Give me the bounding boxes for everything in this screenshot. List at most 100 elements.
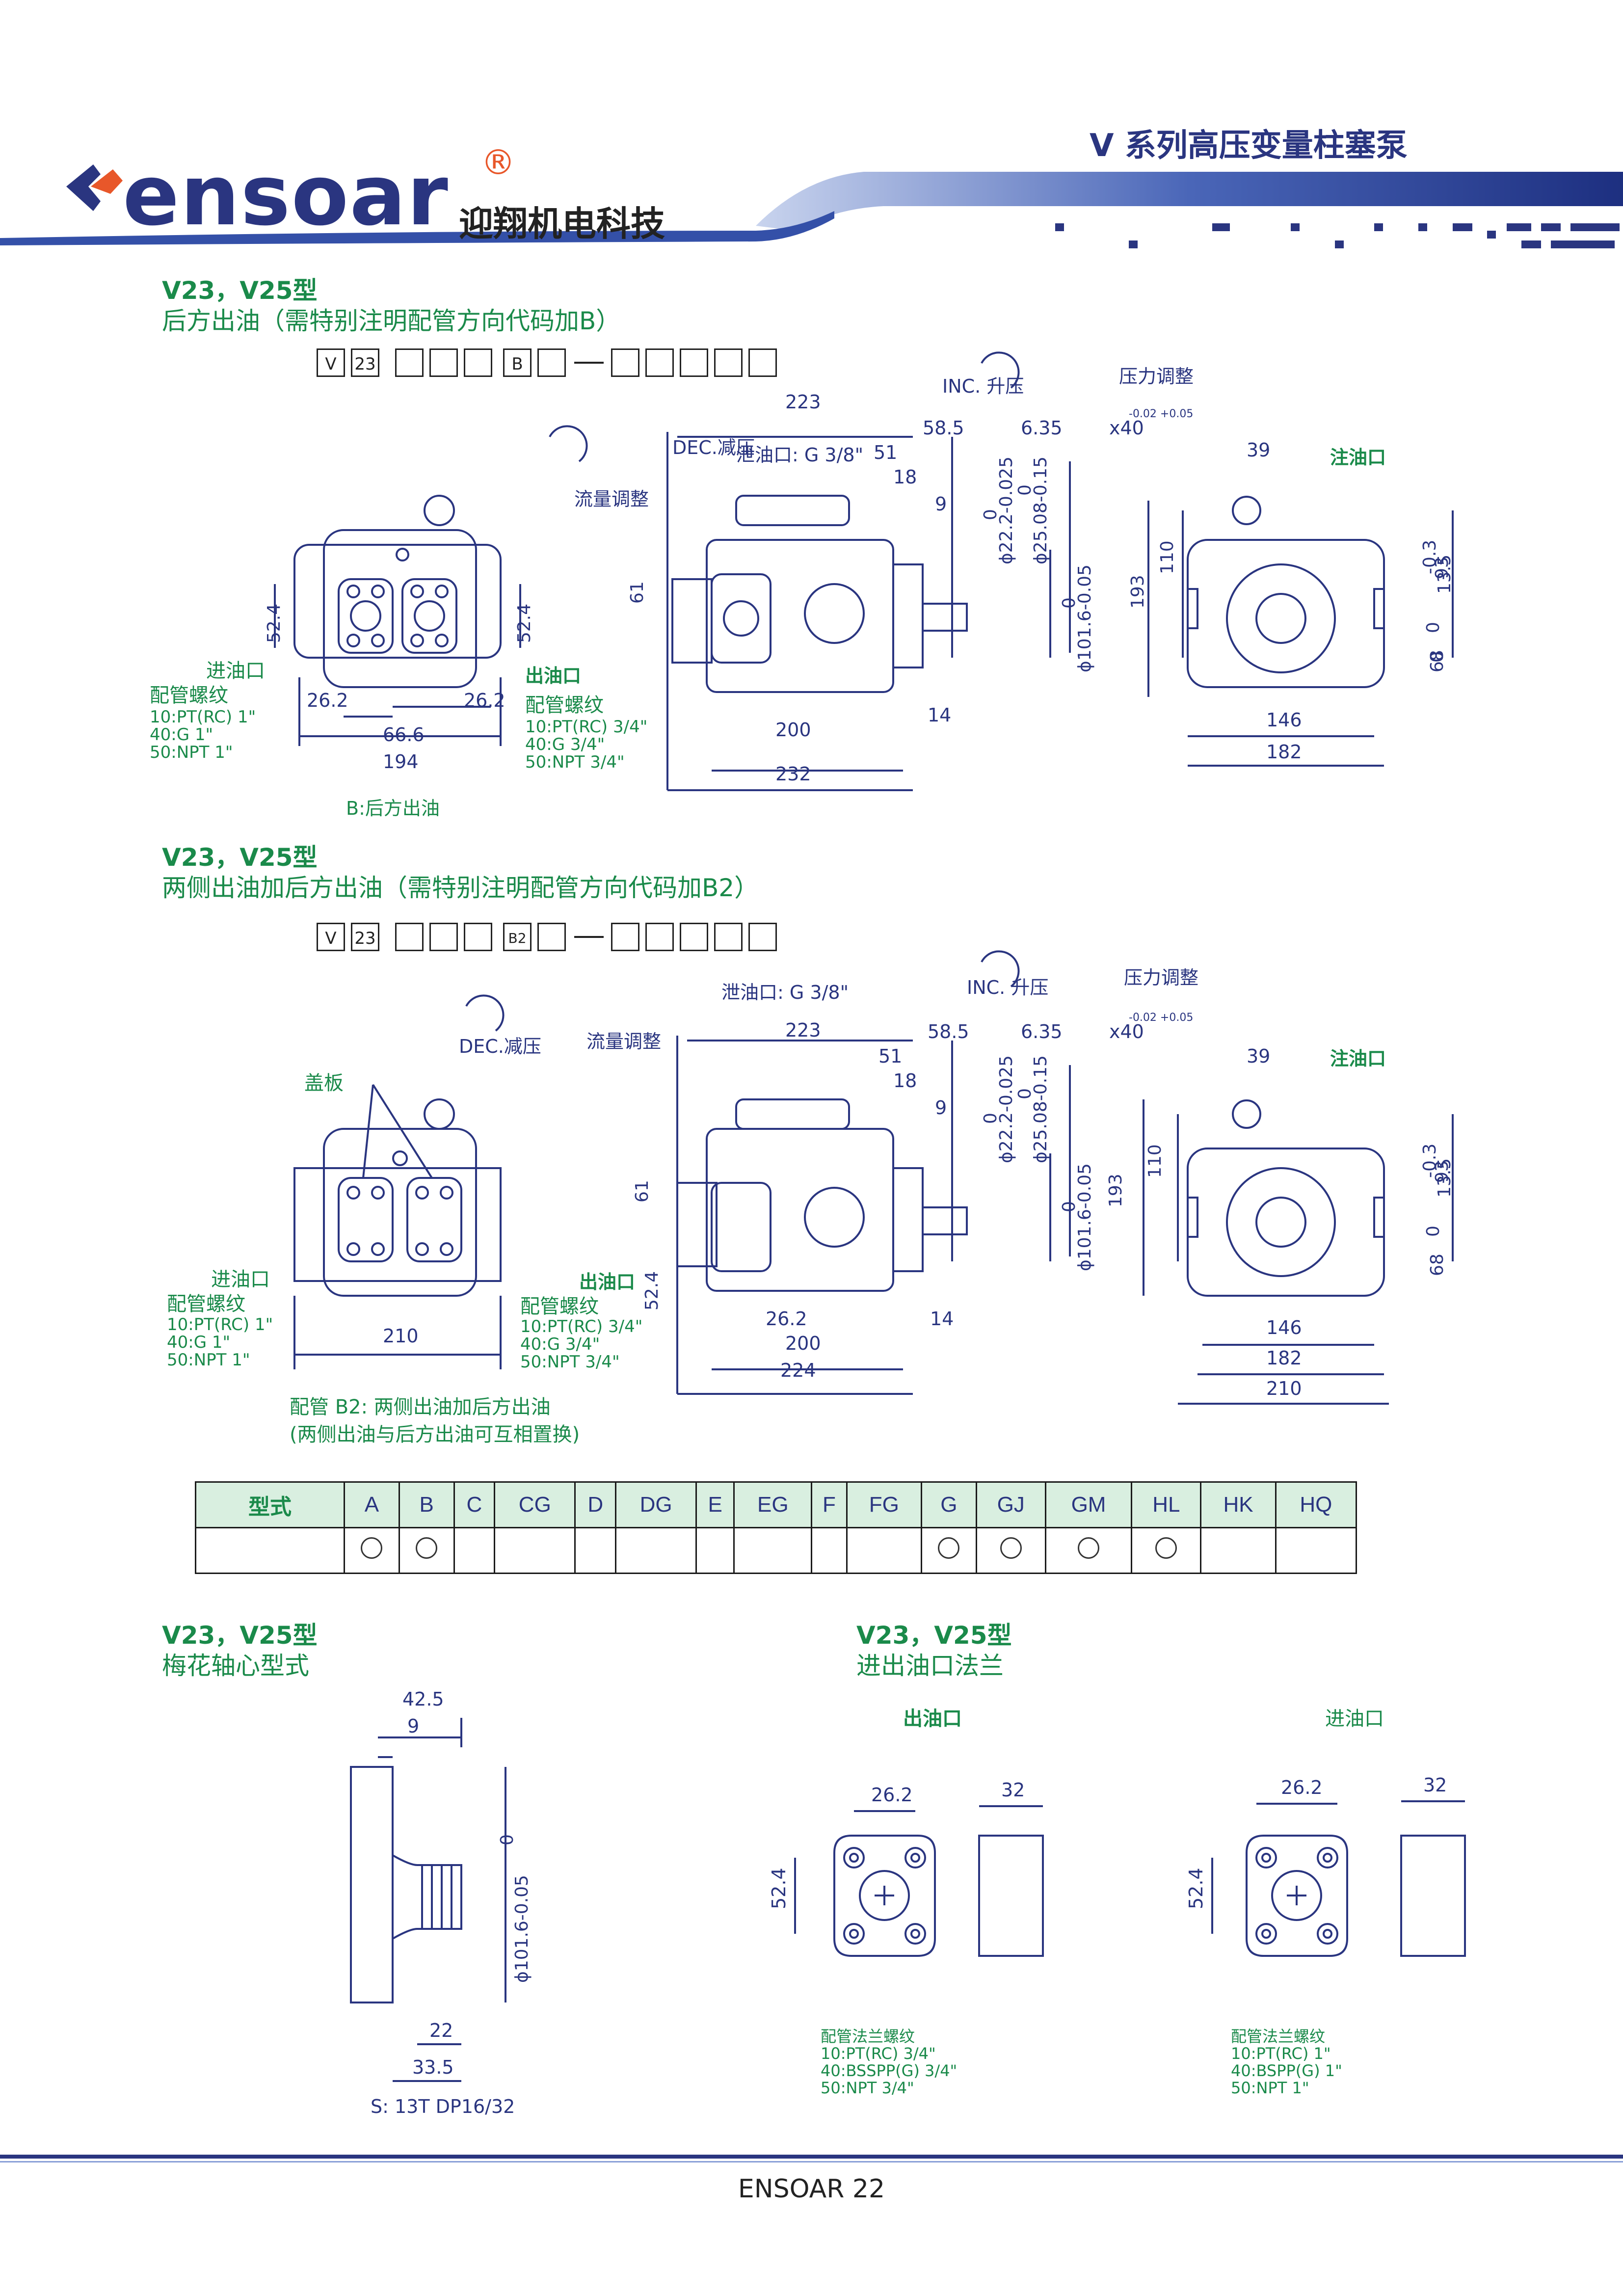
section4-subtitle: 进出油口法兰 [856,1652,1004,1680]
empty-cell [615,1527,697,1574]
header-banner [0,164,1623,248]
code-box [645,348,674,377]
model-column-header: FG [846,1481,923,1528]
cover-label: 盖板 [304,1072,344,1095]
code-box: B2 [503,923,532,951]
dim-51: 51 [878,1045,902,1067]
model-column-header: HK [1200,1481,1277,1528]
section2-caption-1: 配管 B2: 两侧出油加后方出油 [290,1396,551,1418]
dim-110: 110 [1157,540,1177,574]
tol-zero: 0 [1059,597,1079,609]
key-tolerance: -0.02 +0.05 [1129,408,1193,420]
type-label-cell: 型式 [195,1481,345,1528]
outlet-thread: 10:PT(RC) 3/4" [520,1317,642,1336]
dim-61: 61 [627,581,647,604]
inlet-thread: 40:G 1" [167,1333,230,1352]
section1-caption: B:后方出油 [346,798,440,819]
dim-42-5: 42.5 [402,1688,444,1710]
section3-subtitle: 梅花轴心型式 [162,1652,309,1680]
empty-cell [1200,1527,1277,1574]
code-box [537,923,566,951]
inlet-thread: 50:NPT 1" [150,743,233,762]
dim-200: 200 [775,719,811,741]
empty-cell [494,1527,576,1574]
section2-code-boxes: V 23 B2 [317,923,807,953]
outlet-dim-52-4: 52.4 [768,1868,790,1909]
inc-label: INC. 升压 [942,375,1024,397]
dim-110: 110 [1145,1144,1165,1178]
model-column-header: EG [733,1481,813,1528]
outlet-label: 出油口 [525,665,581,687]
flow-adjust-label: 流量调整 [574,488,649,510]
available-mark-cell [398,1527,455,1574]
section4-title: V23，V25型 [856,1621,1012,1650]
inlet-label: 进油口 [211,1268,270,1291]
circle-mark-icon [1078,1537,1099,1559]
code-box: 23 [351,348,379,377]
empty-cell [695,1527,735,1574]
spline-shaft-drawing: 42.5 9 22 33.5 S: 13T DP16/32 ϕ101.6-0.0… [350,1688,532,2117]
model-column-header: HL [1131,1481,1202,1528]
empty-cell [733,1527,813,1574]
code-box [464,348,492,377]
inlet-dim-52-4: 52.4 [1185,1868,1207,1909]
key-tolerance: -0.02 +0.05 [1129,1012,1193,1024]
inlet-thread: 50:NPT 1" [167,1350,250,1370]
phi-101: ϕ101.6-0.05 [1075,564,1095,672]
dim-66-6: 66.6 [383,724,425,746]
circle-mark-icon [361,1537,383,1559]
dim-61: 61 [632,1180,652,1202]
tol-zero: 0 [1015,484,1035,496]
phi-25: ϕ25.08-0.15 [1031,456,1051,564]
code-box [464,923,492,951]
circle-mark-icon [1155,1537,1177,1559]
dim-200: 200 [785,1333,821,1354]
inlet-thread: 10:PT(RC) 1" [150,707,256,727]
model-availability-row [195,1527,1357,1574]
dim-68: 68 [1427,1254,1447,1276]
dim-13-5: 13.5 [1435,555,1455,594]
available-mark-cell [344,1527,400,1574]
dim-232: 232 [775,763,811,785]
dim-193: 193 [1128,575,1148,609]
dim-52-4-right: 52.4 [514,604,534,643]
model-column-header: CG [494,1481,576,1528]
dim-58-5: 58.5 [923,417,964,439]
flange-inlet-label: 进油口 [1325,1708,1384,1730]
dim-193: 193 [1106,1174,1126,1207]
model-column-header: DG [615,1481,697,1528]
model-table: 型式 A B C CG D DG E EG F FG G GJ GM HL HK… [195,1481,1357,1574]
dim-194: 194 [383,751,419,773]
dim-52-4-left: 52.4 [264,604,284,643]
inlet-thread: 10:PT(RC) 1" [1231,2044,1331,2063]
phi-22: ϕ22.2-0.025 [996,1055,1016,1163]
code-box [395,348,424,377]
model-column-header: GM [1044,1481,1133,1528]
section1-code-boxes: V 23 B [317,348,807,379]
model-column-header: C [453,1481,496,1528]
model-column-header: A [344,1481,400,1528]
tol-zero: 0 [1423,622,1443,633]
page-footer: ENSOAR 22 [738,2174,885,2204]
dim-13-5: 13.5 [1435,1158,1455,1198]
phi-25: ϕ25.08-0.15 [1031,1055,1051,1163]
code-box [611,923,639,951]
flange-outlet-label: 出油口 [903,1708,962,1730]
outlet-thread: 10:PT(RC) 3/4" [821,2044,936,2063]
code-box: 23 [351,923,379,951]
model-column-header: E [695,1481,735,1528]
spline-caption: S: 13T DP16/32 [371,2096,515,2117]
empty-cell [574,1527,617,1574]
section2-title: V23，V25型 [162,843,318,872]
empty-cell [1275,1527,1357,1574]
tol-zero: 0 [1059,1201,1079,1212]
model-column-header: B [398,1481,455,1528]
dim-210-right: 210 [1266,1378,1302,1399]
outlet-thread: 50:NPT 3/4" [821,2079,914,2097]
dim-93: 93 [1432,557,1452,579]
empty-cell [453,1527,496,1574]
section2-subtitle: 两侧出油加后方出油（需特别注明配管方向代码加B2） [162,874,759,902]
code-box: V [317,348,345,377]
dim-18: 18 [893,466,917,488]
code-box [537,348,566,377]
